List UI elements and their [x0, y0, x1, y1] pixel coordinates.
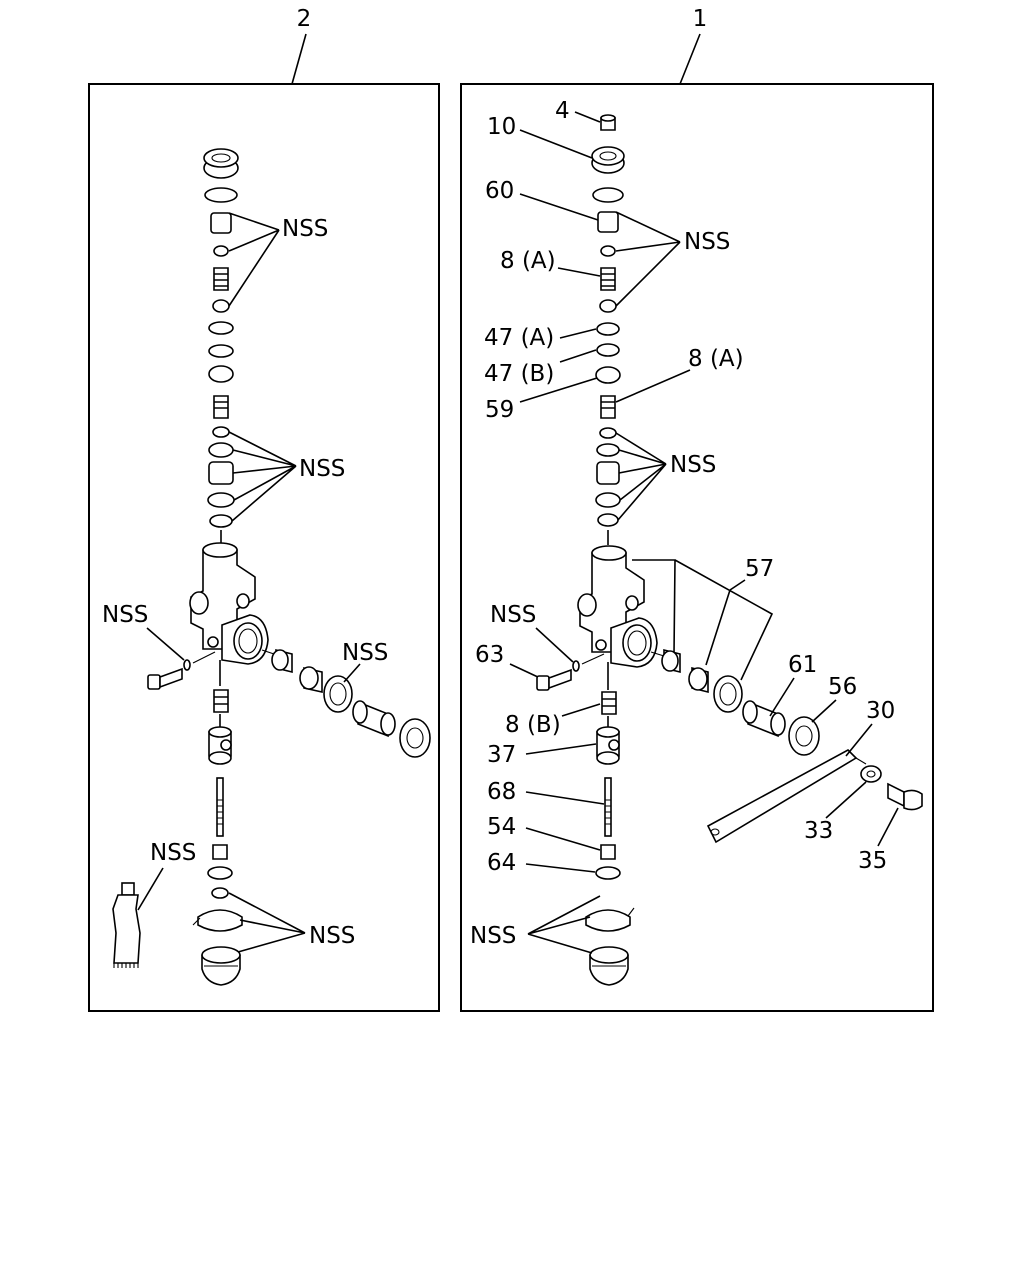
assembly-2-upper-stack	[203, 148, 239, 545]
part-8a-mid-label: 8 (A)	[688, 346, 744, 372]
assembly-2-nss-side-label: NSS	[102, 602, 148, 628]
assembly-1-nss-side-label: NSS	[490, 602, 536, 628]
assembly-2-nss-top-label: NSS	[282, 216, 328, 242]
part-68-label: 68	[487, 779, 516, 805]
assembly-1-leader	[679, 33, 701, 85]
assembly-2-nss-tube-label: NSS	[150, 840, 196, 866]
part-61-label: 61	[788, 652, 817, 678]
part-63-label: 63	[475, 642, 504, 668]
part-4-label: 4	[555, 98, 570, 124]
part-47b-label: 47 (B)	[484, 361, 554, 387]
assembly-1-panel: 1 4 10 60	[460, 6, 934, 1012]
assembly-1-nss-mid-label: NSS	[670, 452, 716, 478]
assembly-1-number: 1	[693, 6, 708, 32]
part-64-label: 64	[487, 850, 516, 876]
assembly-1-side-bolt	[536, 653, 605, 691]
assembly-1-nss-top-label: NSS	[684, 229, 730, 255]
assembly-1-lower-stack	[585, 662, 635, 986]
assembly-1-lever-strap	[706, 749, 923, 844]
part-59-label: 59	[485, 397, 514, 423]
assembly-2-lower-stack	[192, 660, 243, 986]
assembly-2-frame	[88, 83, 440, 1012]
assembly-2-nss-mid-label: NSS	[299, 456, 345, 482]
part-30-label: 30	[866, 698, 895, 724]
part-54-label: 54	[487, 814, 516, 840]
assembly-2-nss-bottom-label: NSS	[309, 923, 355, 949]
assembly-2-nss-right-label: NSS	[342, 640, 388, 666]
part-8a-top-label: 8 (A)	[500, 248, 556, 274]
part-33-label: 33	[804, 818, 833, 844]
assembly-2-right-stack	[261, 648, 431, 758]
part-60-label: 60	[485, 178, 514, 204]
part-56-label: 56	[828, 674, 857, 700]
assembly-1-frame	[460, 83, 934, 1012]
assembly-1-nss-bottom-label: NSS	[470, 923, 516, 949]
part-10-label: 10	[487, 114, 516, 140]
assembly-2-panel: 2 NSS NSS	[88, 6, 440, 1012]
part-35-label: 35	[858, 848, 887, 874]
assembly-1-upper-stack	[591, 114, 625, 545]
assembly-1-valve-body	[577, 545, 658, 668]
assembly-2-number: 2	[297, 6, 312, 32]
assembly-2-leader	[291, 33, 307, 85]
assembly-2-side-bolt	[147, 651, 216, 690]
part-57-label: 57	[745, 556, 774, 582]
part-47a-label: 47 (A)	[484, 325, 554, 351]
part-8b-label: 8 (B)	[505, 712, 561, 738]
assembly-1-right-stack	[650, 648, 820, 756]
part-37-label: 37	[487, 742, 516, 768]
assembly-2-grease-tube	[112, 882, 141, 968]
assembly-2-valve-body	[189, 542, 269, 665]
